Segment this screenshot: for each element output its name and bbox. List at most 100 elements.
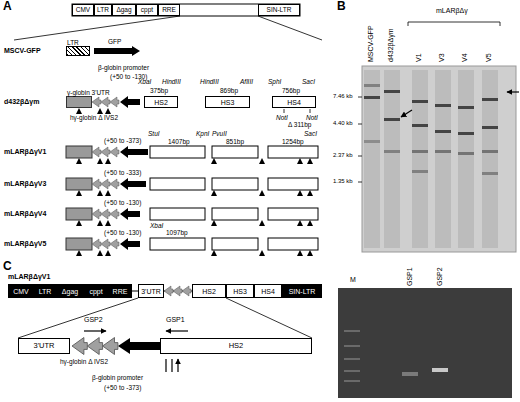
annotation-label: 2.37 kb	[333, 152, 353, 159]
gel-image	[338, 288, 512, 398]
annotation-label: 4.40 kb	[333, 120, 353, 127]
annotation-label: XbaI	[138, 78, 151, 85]
vector-element: RRE	[108, 284, 132, 298]
deletion-ticks	[284, 109, 310, 113]
vector-element: cppt	[84, 284, 108, 298]
box-label: RRE	[162, 7, 176, 14]
lane-label: GSP1	[406, 267, 414, 286]
annotation-label: β-globin promoter	[98, 64, 149, 71]
promoter-arrow	[120, 96, 140, 108]
annotation-label: mLARβΔγV1	[8, 273, 50, 281]
vector-outline	[72, 4, 300, 16]
annotation-label: (+50 to -130)	[104, 199, 141, 206]
annotation-label: 756bp	[282, 87, 300, 94]
promoter-arrow	[120, 238, 140, 250]
vector-element: SIN-LTR	[258, 4, 300, 16]
annotation-label: 1097bp	[166, 229, 188, 236]
annotation-label: 7.46 kb	[333, 93, 353, 100]
annotation-label: d432βΔγm	[4, 98, 39, 106]
ladder-bands	[344, 330, 360, 382]
annotation-label: HindIII	[162, 78, 181, 85]
gel-lanes	[364, 70, 498, 248]
box-label: HS3	[221, 99, 235, 106]
vector-element: LTR	[94, 4, 112, 16]
lane-label: MSCV-GFP	[367, 25, 375, 62]
annotation-label: AflIII	[240, 78, 253, 85]
construct-row	[66, 146, 318, 164]
box-label: 3'UTR	[141, 288, 161, 295]
utr-box: γ-globin 3'UTR	[66, 96, 92, 108]
lane-label: d432βΔγm	[387, 28, 395, 62]
annotation-label: NotI	[276, 114, 288, 121]
marker-triangle	[105, 108, 111, 114]
hs-box: HS4	[272, 96, 316, 108]
band-arrow	[401, 110, 412, 117]
size-ticks	[358, 97, 362, 182]
box-label: LTR	[67, 40, 79, 47]
panel-letter: A	[3, 0, 12, 13]
ivs2-arrows	[164, 286, 191, 296]
promoter-arrow	[120, 146, 148, 158]
band-arrow	[507, 91, 519, 92]
panel-letter: C	[3, 260, 12, 273]
vector-element: RRE	[158, 4, 180, 16]
annotation-label: 375bp	[150, 87, 168, 94]
hs-box: HS2	[160, 338, 312, 354]
zoom-line	[18, 298, 138, 338]
annotation-label: hγ-globin Δ IVS2	[60, 358, 108, 365]
box-label: HS3	[233, 288, 247, 295]
annotation-label: mLARβΔγV1	[4, 148, 46, 156]
annotation-label: mLARβΔγ	[436, 7, 468, 15]
box-label: HS4	[261, 288, 275, 295]
construct-row	[66, 208, 318, 226]
annotation-label: GSP2	[84, 316, 103, 324]
annotation-label: GFP	[108, 38, 121, 45]
pcr-band	[432, 368, 448, 372]
leader-line	[14, 16, 180, 40]
annotation-label: PvuII	[212, 130, 227, 137]
annotation-label: 1.35 kb	[333, 178, 353, 185]
hs-box: HS2	[144, 96, 178, 108]
gfp-arrow	[94, 46, 140, 56]
hs-box: HS3	[205, 96, 250, 108]
box-label: cppt	[141, 7, 153, 14]
annotation-label: 1407bp	[168, 138, 190, 145]
vector-element: SIN-LTR	[282, 284, 322, 298]
construct-row	[66, 238, 318, 256]
annotation-label: StuI	[148, 130, 160, 137]
marker-triangle	[97, 108, 103, 114]
box-label: HS4	[287, 99, 301, 106]
annotation-label: mLARβΔγV3	[4, 180, 46, 188]
lane-label: V3	[438, 53, 446, 62]
annotation-label: mLARβΔγV4	[4, 210, 46, 218]
lane-label: V1	[415, 53, 423, 62]
annotation-label: Δ 311bp	[288, 121, 311, 128]
lane-label: V5	[485, 53, 493, 62]
annotation-label: β-globin promoter	[92, 374, 143, 381]
annotation-label: SacI	[304, 130, 317, 137]
utr-box: 3'UTR	[138, 284, 164, 298]
ivs2-arrows	[92, 97, 119, 107]
annotation-label: (+50 to -373)	[104, 137, 141, 144]
hs-box: HS3	[226, 284, 254, 298]
annotation-label: mLARβΔγV5	[4, 240, 46, 248]
annotation-label: SacI	[302, 78, 315, 85]
box-label: HS2	[202, 288, 216, 295]
annotation-label: KpnI	[196, 130, 209, 137]
annotation-label: 1254bp	[282, 138, 304, 145]
annotation-label: 851bp	[226, 138, 244, 145]
vector-element: Δgag	[56, 284, 84, 298]
site-arrows	[166, 359, 178, 372]
vector-element: cppt	[136, 4, 158, 16]
vector-element: LTR	[34, 284, 56, 298]
vector-element: Δgag	[112, 4, 136, 16]
box-label: SIN-LTR	[289, 288, 316, 295]
annotation-label: (+50 to -130)	[104, 229, 141, 236]
box-label: SIN-LTR	[267, 7, 292, 14]
box-label: CMV	[13, 288, 29, 295]
promoter-arrow	[120, 178, 146, 190]
annotation-label: (+50 to -373)	[104, 384, 141, 391]
primer-arrow	[84, 330, 106, 331]
box-label: Δgag	[62, 288, 78, 295]
gel-image	[362, 66, 516, 252]
